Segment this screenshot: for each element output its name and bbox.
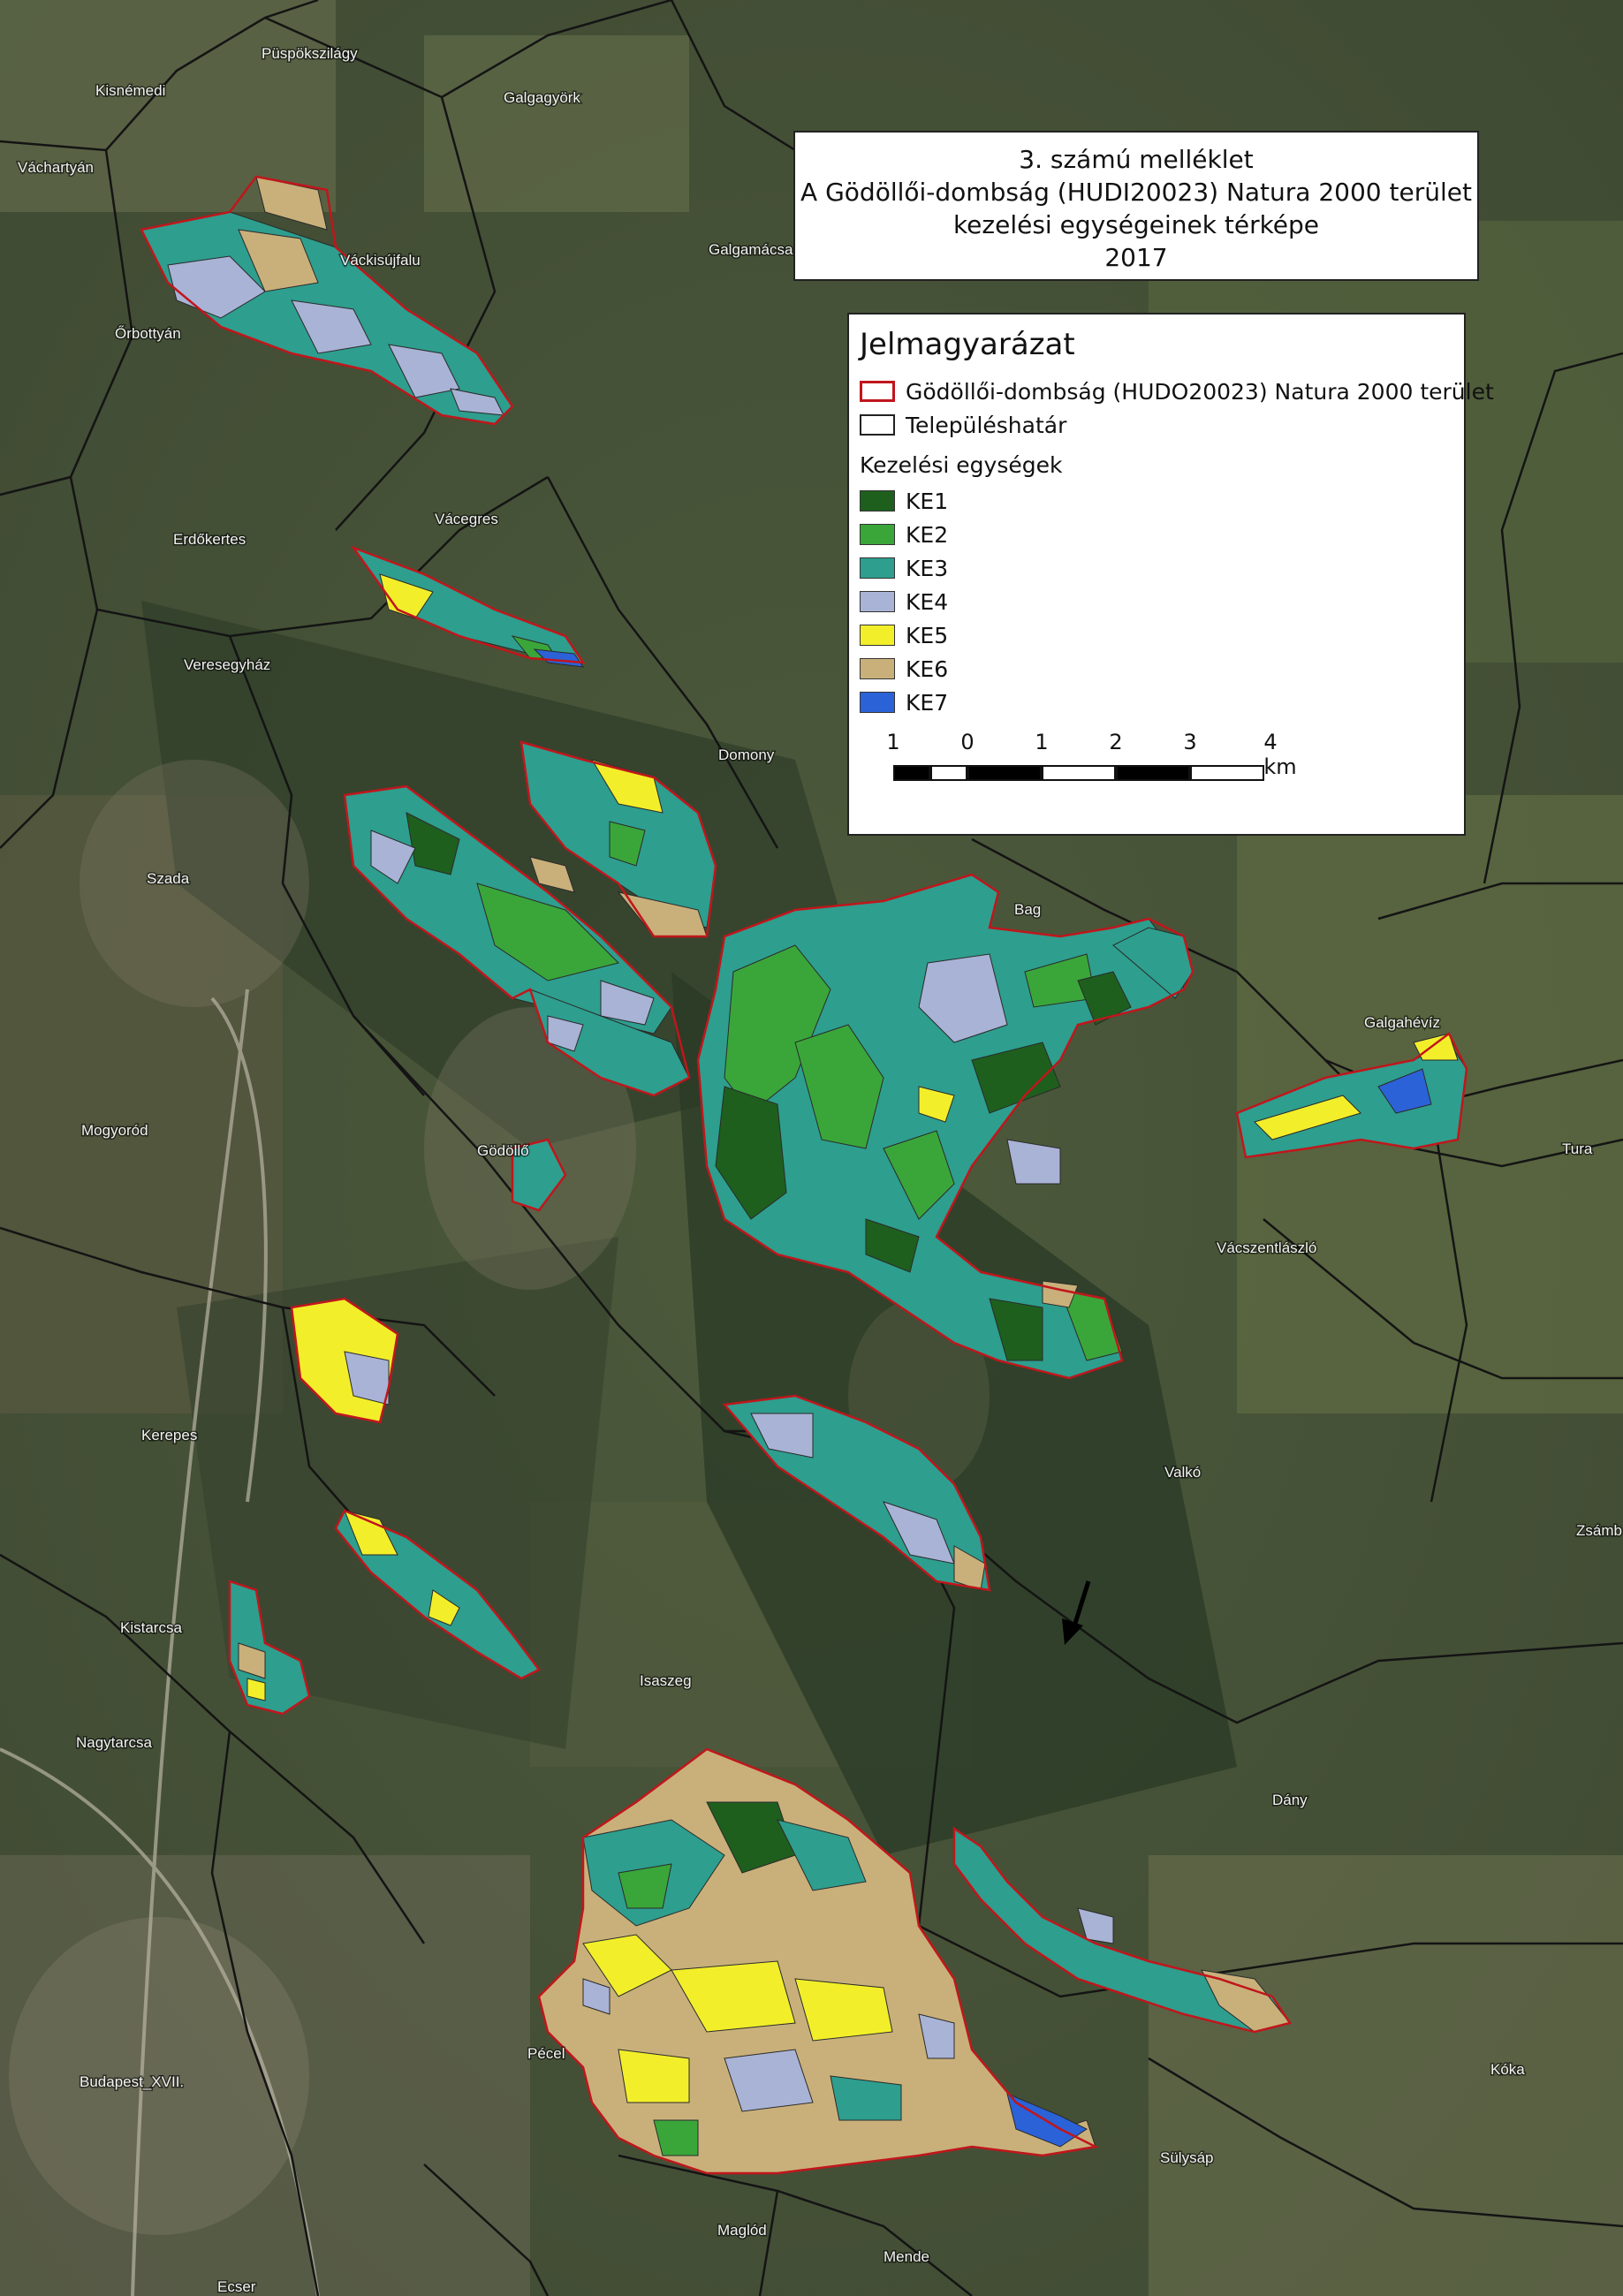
place-label: Tura [1562, 1140, 1593, 1157]
place-label: Domony [718, 746, 775, 763]
place-label: Galgamácsa [709, 241, 793, 258]
place-label: Erdőkertes [173, 531, 246, 548]
legend-swatch-ke1 [860, 490, 895, 511]
legend-label-ke7: KE7 [906, 689, 949, 716]
place-label: Isaszeg [640, 1672, 692, 1689]
legend-swatch-ke7 [860, 692, 895, 713]
place-label: Budapest_XVII. [80, 2073, 184, 2090]
legend-title: Jelmagyarázat [860, 327, 1075, 362]
scale-label: 1 [1035, 730, 1049, 754]
legend-row-ke2: KE2 [860, 521, 948, 548]
legend-row-ke1: KE1 [860, 488, 948, 514]
place-label: Vácegres [435, 511, 498, 527]
scale-label: 4 km [1263, 730, 1297, 779]
settlement-boundary-label: Településhatár [906, 412, 1067, 438]
natura-boundary-label: Gödöllői-dombság (HUDO20023) Natura 2000… [906, 378, 1494, 405]
legend-swatch-ke5 [860, 625, 895, 646]
place-label: Gödöllő [477, 1142, 529, 1159]
place-label: Dány [1272, 1792, 1308, 1808]
place-label: Galgagyörk [504, 89, 580, 106]
place-label: Szada [147, 870, 190, 887]
place-label: Váchartyán [18, 159, 94, 176]
legend-swatch-ke3 [860, 557, 895, 579]
scale-label: 0 [960, 730, 975, 754]
legend-row-ke4: KE4 [860, 588, 948, 615]
scale-label: 1 [886, 730, 900, 754]
arrow-icon [1062, 1580, 1091, 1645]
legend-label-ke5: KE5 [906, 622, 949, 648]
legend-swatch-ke6 [860, 658, 895, 679]
place-label: Püspökszilágy [262, 45, 358, 62]
scale-label: 2 [1109, 730, 1123, 754]
place-label: Vácszentlászló [1217, 1239, 1316, 1256]
natura-2000-parcels [140, 176, 1468, 2174]
place-label: Ecser [217, 2278, 256, 2295]
place-label: Mende [884, 2248, 929, 2265]
place-label: Kistarcsa [120, 1619, 182, 1636]
legend-swatch-ke2 [860, 524, 895, 545]
place-label: Maglód [717, 2222, 767, 2239]
legend-row-natura-boundary: Gödöllői-dombság (HUDO20023) Natura 2000… [860, 378, 1494, 405]
legend-swatch-ke4 [860, 591, 895, 612]
place-label: Nagytarcsa [76, 1734, 153, 1751]
natura-2000-boundaries [140, 175, 1468, 2175]
legend-row-ke5: KE5 [860, 622, 948, 648]
place-label: Bag [1014, 901, 1041, 918]
place-label: Pécel [527, 2045, 565, 2062]
title-line-3: kezelési egységeinek térképe [952, 210, 1320, 239]
place-label: Mogyoród [81, 1122, 148, 1139]
place-label: Galgahévíz [1364, 1014, 1440, 1031]
legend-label-ke3: KE3 [906, 555, 949, 581]
map-legend: Jelmagyarázat Gödöllői-dombság (HUDO2002… [847, 313, 1494, 836]
title-line-1: 3. számú melléklet [1019, 145, 1254, 174]
scale-segment [893, 765, 930, 781]
scale-segment [967, 765, 1042, 781]
legend-row-ke6: KE6 [860, 655, 948, 682]
place-label: Váckisújfalu [340, 252, 421, 269]
place-label: Őrbottyán [115, 325, 181, 342]
scale-segment [930, 765, 967, 781]
scale-bar: 1 0 1 2 3 4 km [876, 730, 1297, 818]
place-label: Kerepes [141, 1427, 197, 1444]
place-labels: Püspökszilágy Kisnémedi Galgagyörk Vácha… [17, 44, 1623, 2296]
legend-label-ke6: KE6 [906, 655, 949, 682]
place-label: Veresegyház [184, 656, 270, 673]
legend-row-ke3: KE3 [860, 555, 948, 581]
legend-row-ke7: KE7 [860, 689, 948, 716]
scale-segment [1042, 765, 1116, 781]
management-units-heading: Kezelési egységek [860, 452, 1063, 478]
natura-boundary-swatch [860, 381, 895, 402]
legend-label-ke4: KE4 [906, 588, 949, 615]
title-line-4: 2017 [1104, 243, 1168, 272]
legend-label-ke2: KE2 [906, 521, 949, 548]
title-line-2: A Gödöllői-dombság (HUDI20023) Natura 20… [800, 178, 1472, 207]
legend-row-settlement-boundary: Településhatár [860, 412, 1066, 438]
place-label: Kisnémedi [95, 82, 165, 99]
place-label: Zsámb [1576, 1522, 1622, 1539]
map-title-box: 3. számú melléklet A Gödöllői-dombság (H… [793, 131, 1479, 281]
scale-segment [1190, 765, 1264, 781]
place-label: Kóka [1490, 2061, 1525, 2078]
settlement-boundary-swatch [860, 414, 895, 436]
place-label: Sülysáp [1160, 2149, 1213, 2166]
legend-label-ke1: KE1 [906, 488, 949, 514]
scale-segment [1116, 765, 1190, 781]
place-label: Valkó [1164, 1464, 1201, 1481]
roads [0, 989, 320, 2296]
scale-label: 3 [1183, 730, 1197, 754]
